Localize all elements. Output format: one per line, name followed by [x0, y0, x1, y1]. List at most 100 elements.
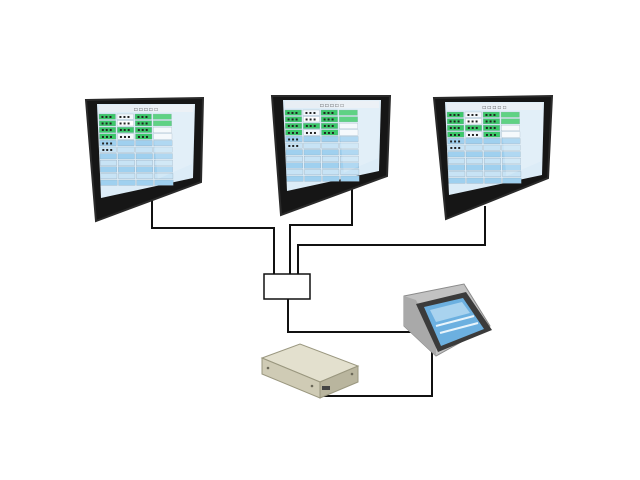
screen-cell [154, 179, 174, 186]
screen-cell [99, 133, 117, 140]
screen-cell [153, 160, 173, 166]
screen-cell [136, 173, 154, 179]
screen-row: ▪ ▪ ▪▪ ▪ ▪▪ ▪ ▪ [447, 131, 521, 138]
screen-cell [448, 177, 466, 184]
screen-cell [135, 153, 153, 160]
screen-row [99, 160, 173, 166]
screen-cell [447, 138, 465, 144]
screen-cell [303, 123, 320, 129]
screen-cell [447, 125, 464, 131]
cell-glyph: ▪ ▪ ▪ [287, 123, 298, 128]
screen-cell [321, 123, 338, 129]
screen-cell [448, 164, 465, 171]
screen-cell [135, 120, 152, 127]
cell-glyph: ▪ ▪ ▪ [467, 112, 478, 117]
screen-cell [304, 169, 322, 175]
screen-cell [466, 171, 484, 177]
screen-cell [303, 129, 321, 136]
screen-cell [447, 144, 465, 151]
screen-cell [483, 131, 501, 138]
screen-cell [285, 149, 303, 156]
cell-glyph: ▪ ▪ ▪ [119, 114, 130, 119]
screen-header [447, 103, 542, 110]
junction-box-icon [263, 273, 311, 300]
screen-cell [501, 138, 521, 144]
screen-cell [116, 113, 134, 120]
screen-cell [501, 158, 521, 164]
cell-glyph: ▪ ▪ ▪ [323, 130, 334, 135]
cell-glyph: ▪ ▪ ▪ [323, 117, 334, 122]
screen-cell [303, 136, 321, 142]
screen-cell [117, 160, 135, 166]
screen-cell [136, 166, 153, 173]
screen-cell [446, 111, 464, 118]
screen-cell [153, 146, 173, 153]
monitor-layer: □ □ □ □ □▪ ▪ ▪▪ ▪ ▪▪ ▪ ▪▪ ▪ ▪▪ ▪ ▪▪ ▪ ▪▪… [84, 94, 554, 223]
screen-row: ▪ ▪ ▪▪ ▪ ▪▪ ▪ ▪ [447, 118, 520, 125]
screen-cell [100, 166, 117, 173]
screen-cell [484, 164, 501, 171]
controller-connector [322, 386, 330, 390]
screen-cell [285, 116, 302, 123]
screen-cell [117, 120, 134, 127]
cell-glyph: ▪ ▪ ▪ [450, 138, 461, 143]
controller-box-icon [260, 343, 360, 399]
controller-screw [266, 366, 270, 370]
cell-glyph: ▪ ▪ ▪ [137, 114, 148, 119]
screen-cell [99, 127, 116, 133]
screen-cell [501, 125, 520, 131]
screen-cell [117, 133, 135, 140]
screen-cell [118, 179, 136, 186]
cell-glyph: ▪ ▪ ▪ [101, 121, 112, 126]
screen-row [448, 177, 522, 184]
screen-cell [286, 175, 304, 182]
screen-cell [304, 162, 321, 169]
screen-cell [321, 142, 339, 149]
screen-cell [322, 175, 340, 182]
cell-glyph: ▪ ▪ ▪ [137, 127, 148, 132]
screen-cell [447, 131, 465, 138]
screen-cell [304, 175, 322, 182]
screen-row [447, 151, 521, 158]
console-screen-line [435, 315, 475, 327]
screen-row: ▪ ▪ ▪▪ ▪ ▪▪ ▪ ▪ [98, 113, 172, 120]
screen-row: ▪ ▪ ▪▪ ▪ ▪▪ ▪ ▪ [99, 120, 172, 127]
screen-cell [465, 138, 483, 144]
screen-cell [338, 109, 358, 116]
screen-cell [117, 153, 135, 160]
cell-glyph: ▪ ▪ ▪ [305, 110, 316, 115]
screen-cell [303, 116, 320, 123]
screen-cell [502, 164, 521, 171]
cell-glyph: ▪ ▪ ▪ [485, 112, 496, 117]
screen-cell [135, 140, 153, 146]
screen-cell [501, 118, 520, 125]
cell-glyph: ▪ ▪ ▪ [323, 110, 334, 115]
screen-cell [447, 151, 465, 158]
screen-cell [303, 149, 321, 156]
cell-glyph: ▪ ▪ ▪ [485, 132, 496, 137]
screen-row [285, 149, 359, 156]
screen-cell [465, 144, 483, 151]
screen-row [286, 162, 359, 169]
screen-cell [135, 146, 153, 153]
screen-cell [321, 116, 338, 123]
cell-glyph: ▪ ▪ ▪ [305, 117, 316, 122]
screen-row: ▪ ▪ ▪▪ ▪ ▪▪ ▪ ▪ [99, 127, 172, 133]
screen-cell [501, 151, 521, 158]
screen-row [100, 166, 173, 173]
screen-cell [153, 120, 172, 127]
screen-glare [336, 100, 381, 173]
wire-monitor-right [297, 206, 486, 274]
cell-glyph: ▪ ▪ ▪ [485, 125, 496, 130]
screen-row: ▪ ▪ ▪▪ ▪ ▪▪ ▪ ▪ [447, 125, 520, 131]
screen-cell [448, 171, 466, 177]
cell-glyph: ▪ ▪ ▪ [288, 143, 299, 148]
cell-glyph: ▪ ▪ ▪ [450, 145, 461, 150]
cell-glyph: ▪ ▪ ▪ [449, 132, 460, 137]
screen-cell [285, 129, 303, 136]
cell-glyph: ▪ ▪ ▪ [137, 121, 148, 126]
cell-glyph: ▪ ▪ ▪ [467, 125, 478, 130]
screen-cell [465, 158, 483, 164]
